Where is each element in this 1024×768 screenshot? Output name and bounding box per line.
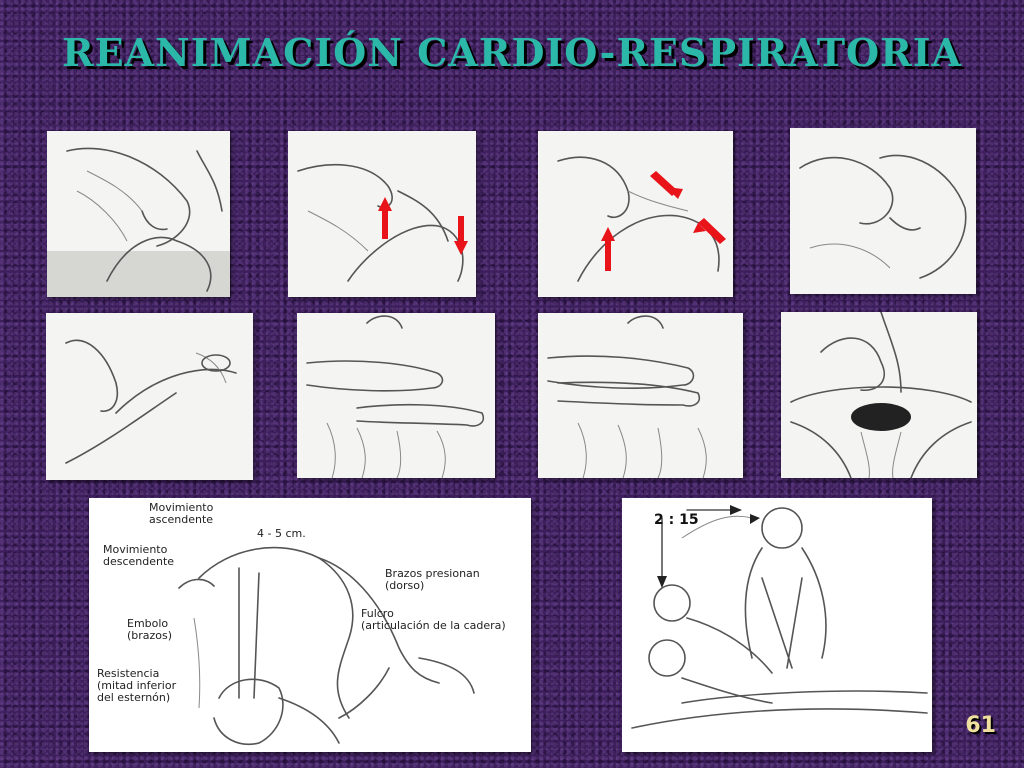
label-movimiento-ascendente: Movimiento ascendente	[149, 501, 214, 526]
two-rescuers-illustration	[631, 505, 928, 729]
label-resistencia: Resistencia (mitad inferior del esternón…	[97, 667, 177, 704]
panel-head-tilt	[288, 131, 476, 297]
label-brazos-presionan: Brazos presionan (dorso)	[385, 567, 480, 592]
panel-two-rescuers: 2 : 15	[622, 498, 932, 752]
slide-title: REANIMACIÓN CARDIO-RESPIRATORIA	[61, 30, 962, 75]
head-tilt-illustration	[297, 163, 468, 282]
pulse-check-illustration	[65, 339, 237, 464]
mouth-to-mouth-illustration	[47, 147, 230, 297]
mouth-to-nose-illustration	[799, 154, 967, 279]
panel-jaw-thrust	[538, 131, 733, 297]
panel-hand-position-1	[297, 313, 495, 478]
jaw-thrust-illustration	[557, 156, 726, 282]
hand-position-illustration-2	[547, 315, 707, 478]
hand-position-illustration-1	[306, 315, 485, 478]
label-fulcro: Fulcro (articulación de la cadera)	[361, 607, 506, 632]
panel-compression-mechanics: Movimiento ascendente 4 - 5 cm. Movimien…	[89, 498, 531, 752]
panel-compression	[781, 312, 977, 478]
compression-illustration	[790, 312, 972, 478]
panel-mouth-to-nose	[790, 128, 976, 294]
panel-pulse-check	[46, 313, 253, 480]
label-distance: 4 - 5 cm.	[257, 527, 306, 540]
page-number: 61	[965, 713, 996, 738]
label-movimiento-descendente: Movimiento descendente	[103, 543, 175, 568]
panel-mouth-to-mouth	[47, 131, 230, 297]
panel-hand-position-2	[538, 313, 743, 478]
label-compression-ratio: 2 : 15	[654, 512, 699, 528]
label-embolo: Embolo (brazos)	[127, 617, 173, 642]
compression-mechanics-illustration	[178, 546, 475, 745]
